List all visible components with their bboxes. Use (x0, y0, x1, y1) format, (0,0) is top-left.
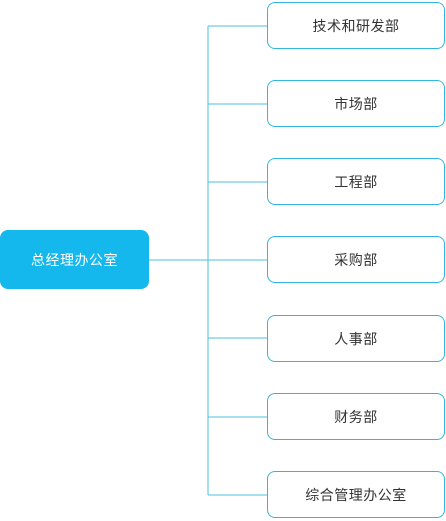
dept-node-hr: 人事部 (267, 315, 445, 362)
root-node-general-manager-office: 总经理办公室 (0, 230, 149, 289)
dept-node-label: 综合管理办公室 (305, 487, 407, 504)
dept-node-general-admin-office: 综合管理办公室 (267, 471, 445, 518)
dept-node-procurement: 采购部 (267, 236, 445, 283)
dept-node-label: 财务部 (334, 409, 378, 426)
dept-node-engineering: 工程部 (267, 158, 445, 205)
dept-node-tech-rd: 技术和研发部 (267, 2, 445, 49)
dept-node-label: 市场部 (334, 96, 378, 113)
dept-node-label: 采购部 (334, 252, 378, 269)
dept-node-marketing: 市场部 (267, 80, 445, 127)
dept-node-label: 工程部 (334, 174, 378, 191)
root-node-label: 总经理办公室 (31, 252, 118, 269)
dept-node-label: 人事部 (334, 331, 378, 348)
dept-node-label: 技术和研发部 (312, 18, 400, 35)
dept-node-finance: 财务部 (267, 393, 445, 440)
